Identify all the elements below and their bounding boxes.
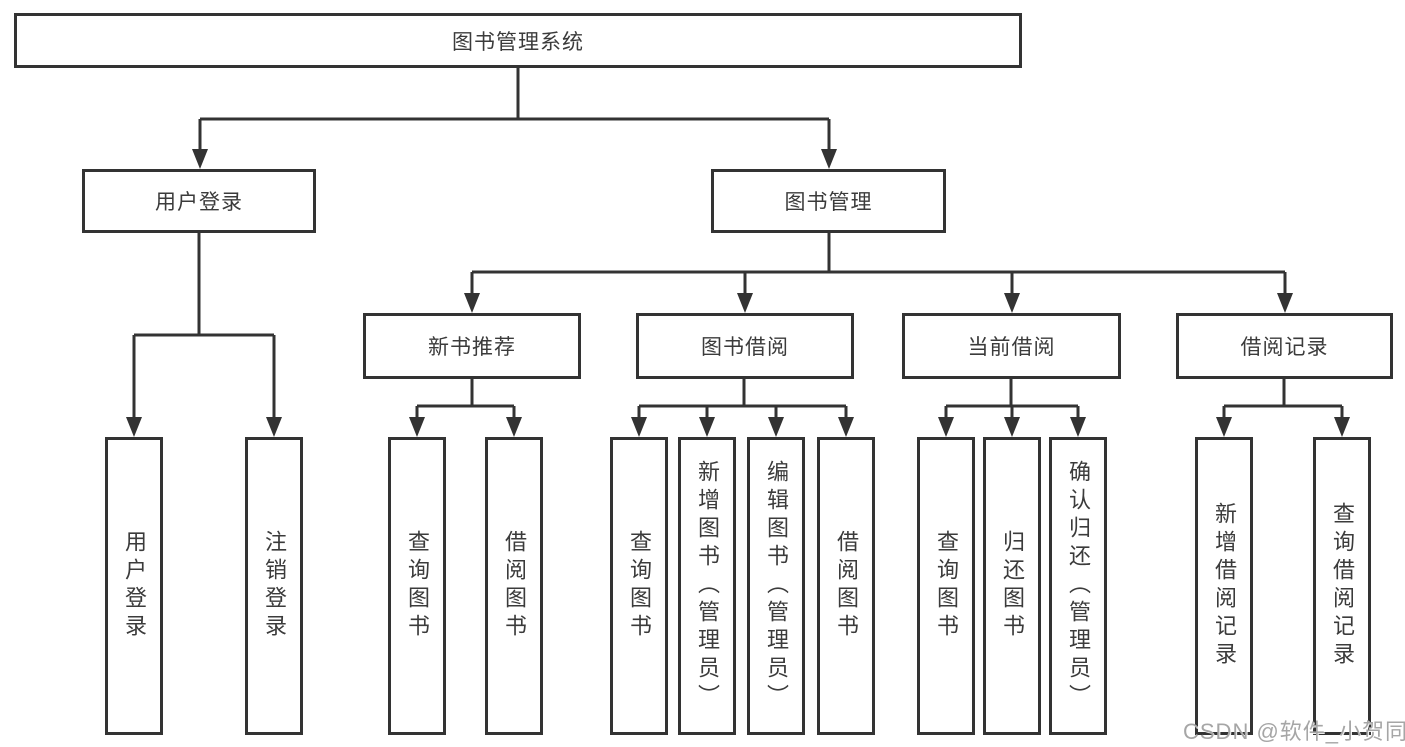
node-leaf-query-books-recommend: 查询图书 [388,437,446,735]
node-leaf-confirm-return-admin: 确认归还（管理员） [1049,437,1107,735]
node-leaf-return-books: 归还图书 [983,437,1041,735]
node-leaf-user-login: 用户登录 [105,437,163,735]
node-current-borrowing: 当前借阅 [902,313,1121,379]
node-leaf-add-books-admin: 新增图书（管理员） [678,437,736,735]
node-leaf-query-books-current: 查询图书 [917,437,975,735]
node-root-library-system: 图书管理系统 [14,13,1022,68]
node-leaf-query-books-borrowing: 查询图书 [610,437,668,735]
node-leaf-add-borrow-record: 新增借阅记录 [1195,437,1253,735]
node-leaf-edit-books-admin: 编辑图书（管理员） [747,437,805,735]
node-borrow-records: 借阅记录 [1176,313,1393,379]
node-book-management: 图书管理 [711,169,946,233]
node-new-book-recommend: 新书推荐 [363,313,581,379]
node-leaf-borrow-books: 借阅图书 [817,437,875,735]
node-leaf-query-borrow-record: 查询借阅记录 [1313,437,1371,735]
csdn-watermark: CSDN @软件_小贺同学 [1183,719,1405,744]
node-book-borrowing: 图书借阅 [636,313,854,379]
node-leaf-borrow-books-recommend: 借阅图书 [485,437,543,735]
node-user-login: 用户登录 [82,169,316,233]
arrowheads [126,149,1350,437]
node-leaf-logout: 注销登录 [245,437,303,735]
